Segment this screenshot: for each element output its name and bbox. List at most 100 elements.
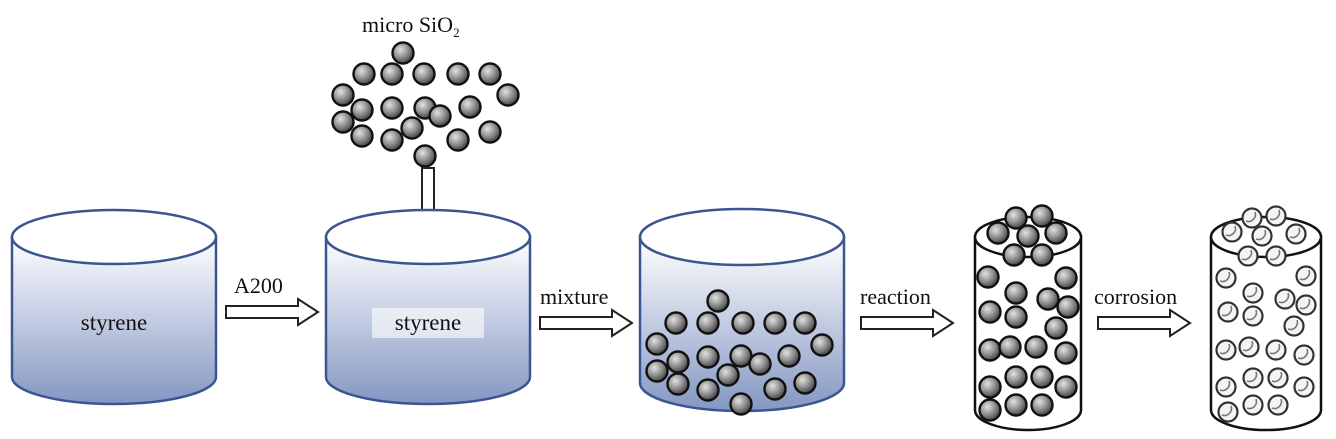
mixture-particle xyxy=(731,311,755,335)
embedded-sphere xyxy=(978,398,1002,422)
beaker-styrene-1: styrene xyxy=(10,208,218,406)
pore-cavity xyxy=(1283,315,1305,337)
pore-cavity xyxy=(1265,245,1287,267)
embedded-sphere xyxy=(998,335,1022,359)
silica-particle xyxy=(350,124,374,148)
arrow-reaction xyxy=(860,309,954,337)
silica-particle xyxy=(380,96,404,120)
embedded-sphere xyxy=(1004,365,1028,389)
embedded-sphere xyxy=(1002,243,1026,267)
silica-particle xyxy=(428,104,452,128)
pore-cavity xyxy=(1274,288,1296,310)
mixture-particle xyxy=(793,311,817,335)
arrow-label-a200: A200 xyxy=(234,273,283,298)
mixture-particle xyxy=(777,344,801,368)
pore-cavity xyxy=(1237,245,1259,267)
silica-particle xyxy=(458,95,482,119)
silica-particle xyxy=(446,128,470,152)
pore-cavity xyxy=(1267,394,1289,416)
embedded-sphere xyxy=(1030,204,1054,228)
cylinder-reaction xyxy=(973,204,1083,432)
silica-particle xyxy=(331,83,355,107)
mixture-particle xyxy=(763,311,787,335)
mixture-particle xyxy=(793,371,817,395)
silica-particle-cloud xyxy=(331,41,520,168)
embedded-sphere xyxy=(1036,287,1060,311)
pore-cavity xyxy=(1215,267,1237,289)
embedded-sphere xyxy=(1016,224,1040,248)
arrow-mixture xyxy=(539,309,633,337)
silica-particle xyxy=(352,62,376,86)
mixture-particle xyxy=(664,311,688,335)
embedded-sphere xyxy=(1004,393,1028,417)
silica-particle xyxy=(413,144,437,168)
embedded-sphere xyxy=(1030,243,1054,267)
mixture-particle xyxy=(645,359,669,383)
pore-cavity xyxy=(1221,221,1243,243)
pore-cavity xyxy=(1217,301,1239,323)
embedded-sphere xyxy=(1044,316,1068,340)
mixture-particle xyxy=(696,311,720,335)
mixture-particle xyxy=(696,378,720,402)
embedded-sphere xyxy=(976,265,1000,289)
beaker-styrene-2: styrene xyxy=(324,208,532,406)
silica-particle xyxy=(446,62,470,86)
silica-particle xyxy=(478,62,502,86)
pore-cavity xyxy=(1241,207,1263,229)
silica-particle xyxy=(391,41,415,65)
beaker-mixture xyxy=(638,207,846,416)
pore-cavity xyxy=(1242,367,1264,389)
silica-particle xyxy=(496,83,520,107)
embedded-sphere xyxy=(1024,335,1048,359)
pore-cavity xyxy=(1295,265,1317,287)
silica-particle xyxy=(412,62,436,86)
arrow-corrosion xyxy=(1097,309,1191,337)
pore-cavity xyxy=(1295,294,1317,316)
pore-cavity xyxy=(1215,376,1237,398)
mixture-particle xyxy=(706,289,730,313)
embedded-sphere xyxy=(978,375,1002,399)
pore-cavity xyxy=(1265,339,1287,361)
mixture-particle xyxy=(748,352,772,376)
embedded-sphere xyxy=(986,221,1010,245)
pore-cavity xyxy=(1242,394,1264,416)
pore-cavity xyxy=(1251,225,1273,247)
arrow-label-reaction: reaction xyxy=(860,284,931,309)
embedded-sphere xyxy=(1030,393,1054,417)
pore-cavity xyxy=(1293,344,1315,366)
mixture-particle xyxy=(729,392,753,416)
mixture-particle xyxy=(810,333,834,357)
silica-particle xyxy=(331,110,355,134)
silica-particle xyxy=(380,128,404,152)
mixture-particle xyxy=(666,372,690,396)
cylinder-porous xyxy=(1209,205,1323,432)
embedded-sphere xyxy=(978,300,1002,324)
embedded-sphere xyxy=(1044,221,1068,245)
arrow-label-mixture: mixture xyxy=(540,284,608,309)
pore-cavity xyxy=(1242,282,1264,304)
silica-particle xyxy=(350,98,374,122)
embedded-sphere xyxy=(1056,295,1080,319)
mixture-particle xyxy=(716,363,740,387)
embedded-sphere xyxy=(1054,266,1078,290)
silica-particle xyxy=(400,116,424,140)
embedded-sphere xyxy=(1004,281,1028,305)
embedded-sphere xyxy=(1004,305,1028,329)
arrow-label-corrosion: corrosion xyxy=(1094,284,1177,309)
pore-cavity xyxy=(1265,205,1287,227)
mixture-particle xyxy=(696,345,720,369)
embedded-sphere xyxy=(978,338,1002,362)
pore-cavity xyxy=(1293,376,1315,398)
silica-particle xyxy=(380,62,404,86)
mixture-particle xyxy=(666,350,690,374)
embedded-sphere xyxy=(1054,341,1078,365)
mixture-particle xyxy=(645,332,669,356)
pore-cavity xyxy=(1215,339,1237,361)
mixture-particle xyxy=(763,377,787,401)
arrow-a200 xyxy=(225,298,319,326)
pore-cavity xyxy=(1238,336,1260,358)
silica-particle xyxy=(478,120,502,144)
embedded-sphere xyxy=(1054,375,1078,399)
micro-sio2-label: micro SiO2 xyxy=(362,12,460,40)
